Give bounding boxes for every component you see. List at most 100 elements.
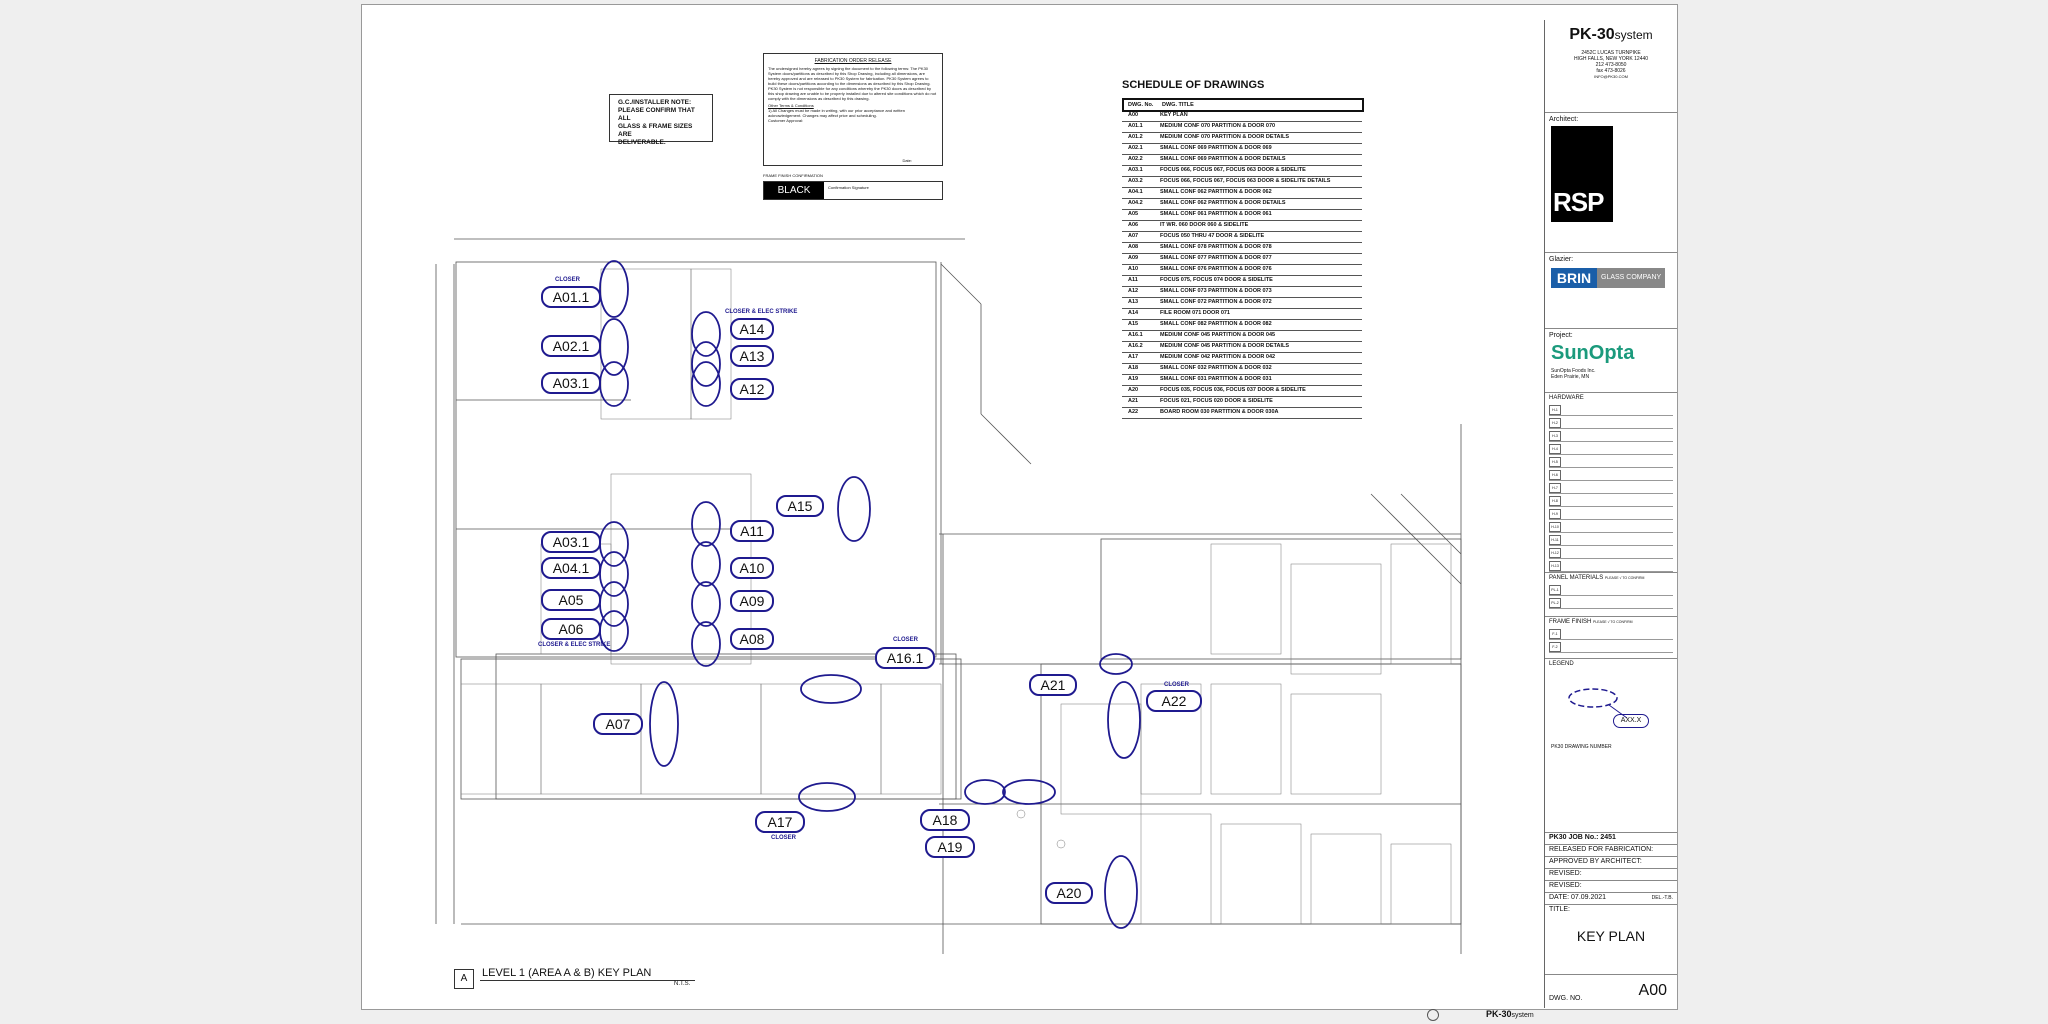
schedule-dwg-no: A06 <box>1128 222 1139 228</box>
legend-label: LEGEND <box>1549 661 1574 667</box>
schedule-dwg-no: A16.2 <box>1128 343 1143 349</box>
installer-note-box: G.C./INSTALLER NOTE: PLEASE CONFIRM THAT… <box>609 94 713 146</box>
schedule-col-no: DWG. No. <box>1128 102 1154 108</box>
drawing-callout-tag[interactable]: A10 <box>730 557 774 579</box>
code-row: H-12 <box>1549 547 1673 559</box>
released-for-fabrication: RELEASED FOR FABRICATION: <box>1549 846 1654 853</box>
release-date: Date: <box>902 158 912 163</box>
dwg-no-value: A00 <box>1638 982 1667 999</box>
architect-logo-text: RSP <box>1553 187 1604 217</box>
drawing-callout-tag[interactable]: A13 <box>730 345 774 367</box>
finish-confirmation-label: FRAME FINISH CONFIRMATION <box>763 173 823 178</box>
schedule-dwg-title: FOCUS 021, FOCUS 020 DOOR & SIDELITE <box>1160 398 1273 404</box>
code-checkbox[interactable]: H-6 <box>1549 470 1561 480</box>
schedule-row: A21 FOCUS 021, FOCUS 020 DOOR & SIDELITE <box>1122 396 1362 408</box>
legend-section: LEGEND AXX.X PK30 DRAWING NUMBER <box>1545 658 1677 833</box>
panel-hint: PLEASE √ TO CONFIRM <box>1604 576 1645 580</box>
schedule-dwg-no: A07 <box>1128 233 1139 239</box>
schedule-dwg-no: A09 <box>1128 255 1139 261</box>
code-checkbox[interactable]: PL-2 <box>1549 598 1561 608</box>
title-block: PK-30system 2452C LUCAS TURNPIKE HIGH FA… <box>1544 20 1677 1008</box>
schedule-dwg-no: A03.2 <box>1128 178 1143 184</box>
drawing-callout-tag[interactable]: A05 <box>541 589 601 611</box>
code-checkbox[interactable]: PL-1 <box>1549 585 1561 595</box>
footer-circle <box>1427 1009 1439 1021</box>
schedule-dwg-no: A02.2 <box>1128 156 1143 162</box>
code-checkbox[interactable]: H-9 <box>1549 509 1561 519</box>
code-row: H-7 <box>1549 482 1673 494</box>
schedule-dwg-title: MEDIUM CONF 045 PARTITION & DOOR 045 <box>1160 332 1276 338</box>
drawing-callout-tag[interactable]: A12 <box>730 378 774 400</box>
drawing-callout-tag[interactable]: A03.1 <box>541 372 601 394</box>
schedule-dwg-no: A05 <box>1128 211 1139 217</box>
drawing-callout-tag[interactable]: A14 <box>730 318 774 340</box>
drawing-callout-tag[interactable]: A15 <box>776 495 824 517</box>
code-checkbox[interactable]: H-8 <box>1549 496 1561 506</box>
drawing-callout-tag[interactable]: A09 <box>730 590 774 612</box>
schedule-row: A14 FILE ROOM 071 DOOR 071 <box>1122 308 1362 320</box>
code-checkbox[interactable]: H-11 <box>1549 535 1561 545</box>
plan-label-title: LEVEL 1 (AREA A & B) KEY PLAN <box>482 967 652 979</box>
revised: REVISED: <box>1549 882 1582 889</box>
note-closer-elec-strike: CLOSER & ELEC STRIKE <box>725 309 798 315</box>
code-checkbox[interactable]: H-2 <box>1549 418 1561 428</box>
finish-confirmation-box: BLACK Confirmation Signature <box>763 181 943 200</box>
code-checkbox[interactable]: F-2 <box>1549 642 1561 652</box>
drawing-callout-tag[interactable]: A17 <box>755 811 805 833</box>
code-checkbox[interactable]: H-5 <box>1549 457 1561 467</box>
pk30-header: PK-30system 2452C LUCAS TURNPIKE HIGH FA… <box>1545 20 1677 113</box>
legend-caption: PK30 DRAWING NUMBER <box>1551 744 1612 750</box>
frame-finish-hint: PLEASE √ TO CONFIRM <box>1593 620 1633 624</box>
drawing-callout-tag[interactable]: A16.1 <box>875 647 935 669</box>
schedule-dwg-no: A11 <box>1128 277 1138 283</box>
code-checkbox[interactable]: H-12 <box>1549 548 1561 558</box>
drawing-callout-tag[interactable]: A20 <box>1045 882 1093 904</box>
code-row: H-5 <box>1549 456 1673 468</box>
drawing-callout-tag[interactable]: A06 <box>541 618 601 640</box>
project-label: Project: <box>1549 332 1573 339</box>
code-row: H-9 <box>1549 508 1673 520</box>
pk30-brand: PK-30 <box>1569 26 1615 43</box>
drawing-callout-tag[interactable]: A04.1 <box>541 557 601 579</box>
schedule-dwg-no: A21 <box>1128 398 1139 404</box>
del-tb: DEL.-T.B. <box>1651 895 1673 901</box>
code-checkbox[interactable]: H-4 <box>1549 444 1561 454</box>
title-label: TITLE: <box>1549 906 1571 913</box>
drawing-callout-tag[interactable]: A07 <box>593 713 643 735</box>
plan-label-underline <box>480 980 695 981</box>
code-checkbox[interactable]: F-1 <box>1549 629 1561 639</box>
schedule-dwg-title: SMALL CONF 062 PARTITION & DOOR 062 <box>1160 189 1272 195</box>
schedule-dwg-title: FILE ROOM 071 DOOR 071 <box>1160 310 1230 316</box>
drawing-callout-tag[interactable]: A21 <box>1029 674 1077 696</box>
schedule-dwg-no: A19 <box>1128 376 1139 382</box>
drawing-callout-tag[interactable]: A22 <box>1146 690 1202 712</box>
drawing-callout-tag[interactable]: A08 <box>730 628 774 650</box>
drawing-callout-tag[interactable]: A19 <box>925 836 975 858</box>
drawing-callout-tag[interactable]: A11 <box>730 520 774 542</box>
release-box: FABRICATION ORDER RELEASE The undersigne… <box>763 53 943 166</box>
drawing-callout-tag[interactable]: A18 <box>920 809 970 831</box>
code-checkbox[interactable]: H-10 <box>1549 522 1561 532</box>
approved-by-architect: APPROVED BY ARCHITECT: <box>1549 858 1642 865</box>
code-row: H-13 <box>1549 560 1673 572</box>
schedule-dwg-no: A14 <box>1128 310 1139 316</box>
note-closer: CLOSER <box>555 277 581 283</box>
glazier-sub: GLASS COMPANY <box>1601 274 1662 281</box>
code-checkbox[interactable]: H-13 <box>1549 561 1561 571</box>
code-row: PL-1 <box>1549 584 1673 596</box>
drawing-callout-tag[interactable]: A01.1 <box>541 286 601 308</box>
schedule-dwg-title: SMALL CONF 069 PARTITION & DOOR DETAILS <box>1160 156 1286 162</box>
schedule-dwg-title: SMALL CONF 069 PARTITION & DOOR 069 <box>1160 145 1272 151</box>
drawing-callout-tag[interactable]: A02.1 <box>541 335 601 357</box>
drawing-callout-tag[interactable]: A03.1 <box>541 531 601 553</box>
schedule-dwg-title: MEDIUM CONF 070 PARTITION & DOOR 070 <box>1160 123 1276 129</box>
schedule-dwg-title: SMALL CONF 032 PARTITION & DOOR 032 <box>1160 365 1272 371</box>
code-checkbox[interactable]: H-3 <box>1549 431 1561 441</box>
code-checkbox[interactable]: H-7 <box>1549 483 1561 493</box>
code-checkbox[interactable]: H-1 <box>1549 405 1561 415</box>
